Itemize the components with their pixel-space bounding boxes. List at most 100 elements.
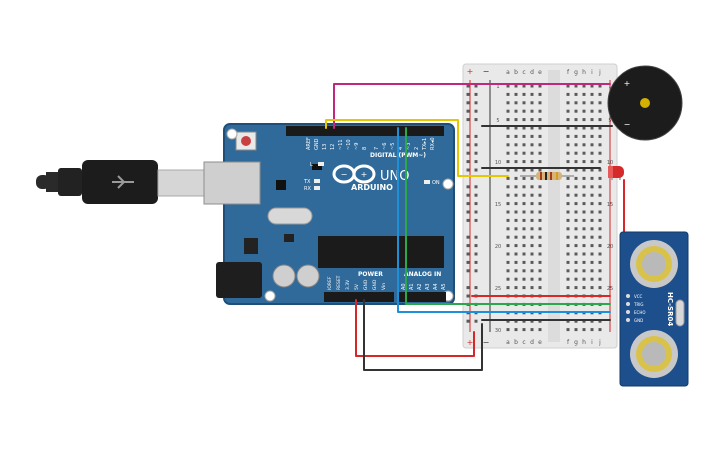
breadboard-hole: [590, 235, 594, 239]
power-pin-labels: IOREF RESET 3.3V 5V GND GND Vin: [327, 275, 387, 290]
breadboard-hole: [538, 210, 542, 214]
rail-minus-label: −: [483, 67, 490, 76]
svg-text:e: e: [538, 69, 542, 76]
breadboard-hole: [598, 193, 602, 197]
pin-label: 2: [414, 147, 420, 150]
breadboard-hole: [538, 160, 542, 164]
breadboard-hole: [574, 286, 578, 290]
rail-hole: [474, 218, 478, 222]
breadboard-hole: [506, 235, 510, 239]
svg-text:15: 15: [607, 202, 613, 208]
breadboard-hole: [574, 151, 578, 155]
breadboard-hole: [582, 218, 586, 222]
rail-minus-label: −: [483, 338, 490, 347]
arduino-uno-board: − + ARDUINO UNO DIGITAL (PWM~) POWER ANA…: [203, 123, 455, 305]
breadboard-hole: [530, 210, 534, 214]
breadboard-hole: [582, 134, 586, 138]
breadboard-hole: [514, 218, 518, 222]
svg-text:1: 1: [496, 84, 499, 90]
breadboard-hole: [582, 269, 586, 273]
rail-hole: [474, 260, 478, 264]
breadboard-hole: [538, 202, 542, 206]
breadboard-hole: [530, 118, 534, 122]
breadboard-hole: [590, 151, 594, 155]
breadboard-hole: [522, 160, 526, 164]
breadboard-hole: [506, 286, 510, 290]
breadboard-hole: [590, 134, 594, 138]
breadboard-hole: [514, 118, 518, 122]
breadboard-hole: [514, 134, 518, 138]
rail-hole: [466, 260, 470, 264]
breadboard-hole: [538, 118, 542, 122]
breadboard-hole: [582, 210, 586, 214]
breadboard-hole: [522, 260, 526, 264]
rail-hole: [466, 143, 470, 147]
breadboard-hole: [538, 134, 542, 138]
breadboard-hole: [506, 92, 510, 96]
breadboard-hole: [506, 118, 510, 122]
breadboard-hole: [566, 168, 570, 172]
rail-hole: [466, 210, 470, 214]
sensor-name: HC-SR04: [666, 292, 674, 326]
breadboard-hole: [538, 92, 542, 96]
breadboard-hole: [566, 260, 570, 264]
breadboard-hole: [590, 328, 594, 332]
breadboard-hole: [514, 176, 518, 180]
analog-header: [398, 292, 446, 302]
breadboard-hole: [514, 252, 518, 256]
rail-hole: [474, 269, 478, 273]
tx-label: TX: [303, 179, 311, 185]
breadboard-hole: [506, 210, 510, 214]
rail-hole: [466, 235, 470, 239]
pin-label: A0: [401, 283, 407, 290]
svg-text:ECHO: ECHO: [634, 310, 645, 315]
rail-hole: [474, 210, 478, 214]
breadboard-hole: [514, 227, 518, 231]
analog-pin-labels: A0 A1 A2 A3 A4 A5: [401, 283, 447, 290]
breadboard-hole: [530, 235, 534, 239]
breadboard-hole: [538, 109, 542, 113]
breadboard-hole: [598, 218, 602, 222]
breadboard-hole: [566, 202, 570, 206]
breadboard-hole: [598, 151, 602, 155]
rail-hole: [474, 235, 478, 239]
pin-label: ~10: [346, 139, 352, 150]
breadboard-hole: [582, 277, 586, 281]
breadboard-hole: [582, 328, 586, 332]
breadboard-hole: [590, 260, 594, 264]
rail-hole: [466, 160, 470, 164]
rail-plus-label: +: [467, 338, 474, 347]
breadboard-hole: [522, 218, 526, 222]
breadboard-hole: [574, 218, 578, 222]
rail-hole: [474, 143, 478, 147]
sensor-pin-labels: VCC TRIG ECHO GND: [626, 294, 645, 323]
breadboard-hole: [582, 260, 586, 264]
breadboard-hole: [506, 143, 510, 147]
pin-label: ~3: [406, 143, 412, 150]
breadboard-hole: [522, 244, 526, 248]
rail-hole: [466, 252, 470, 256]
breadboard-hole: [566, 134, 570, 138]
breadboard-hole: [566, 252, 570, 256]
breadboard-hole: [582, 143, 586, 147]
breadboard-hole: [522, 277, 526, 281]
breadboard-hole: [598, 134, 602, 138]
pin-label: ~6: [382, 143, 388, 150]
breadboard: + − + − a b c d e f g h i j a b c d e f …: [462, 63, 618, 349]
breadboard-hole: [506, 227, 510, 231]
breadboard-hole: [582, 101, 586, 105]
rail-hole: [466, 319, 470, 323]
breadboard-hole: [514, 202, 518, 206]
breadboard-hole: [590, 101, 594, 105]
breadboard-hole: [530, 319, 534, 323]
svg-text:+: +: [361, 170, 368, 179]
column-letters-bottom: a b c d e f g h i j: [506, 339, 601, 346]
breadboard-hole: [514, 101, 518, 105]
piezo-buzzer: + −: [607, 65, 683, 141]
svg-text:j: j: [598, 339, 601, 346]
breadboard-hole: [522, 92, 526, 96]
breadboard-hole: [530, 193, 534, 197]
breadboard-hole: [538, 277, 542, 281]
row-numbers: 1 5 10 15 20 25 30 1 5 10 15 20 25: [495, 84, 613, 334]
svg-text:g: g: [574, 69, 578, 76]
